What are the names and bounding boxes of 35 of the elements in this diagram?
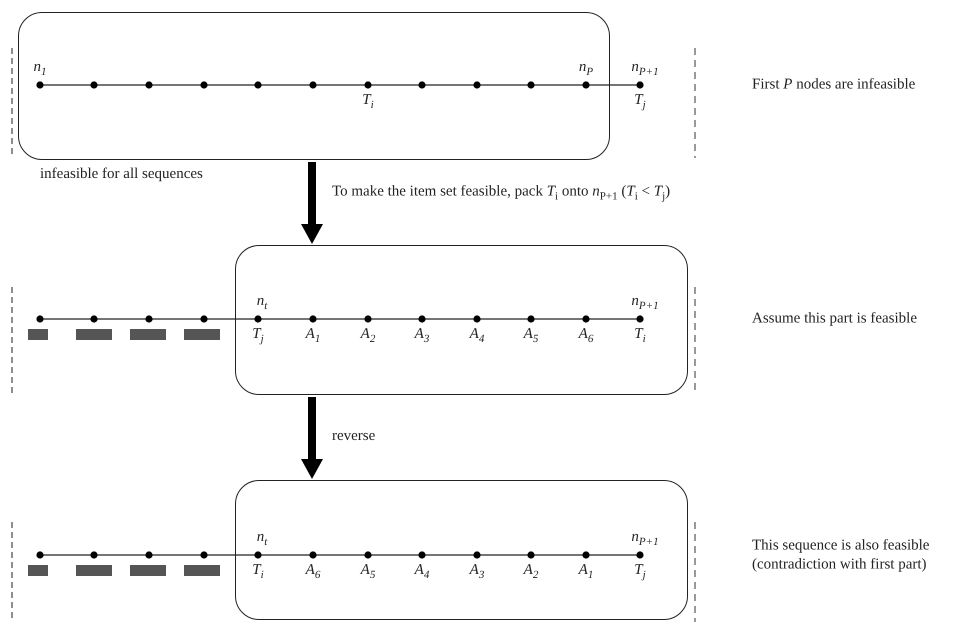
node-label: A$_{6}$ <box>306 561 320 583</box>
node-label: A$_{3}$ <box>470 561 484 583</box>
node-label: A$_{2}$ <box>524 561 538 583</box>
node-label: A$_{1}$ <box>306 325 320 347</box>
rounded-box <box>18 12 610 160</box>
node-label: T$_{j}$ <box>634 91 646 113</box>
node-label: T$_{i}$ <box>252 561 264 583</box>
node-label: n$_{P+1}$ <box>631 292 659 314</box>
node-label: A$_{5}$ <box>360 561 376 583</box>
node-label: T$_{j}$ <box>252 325 264 347</box>
node-label: n$_{P+1}$ <box>631 58 659 80</box>
node-label: A$_{4}$ <box>414 561 430 583</box>
annotation: First P nodes are infeasible <box>752 76 916 94</box>
node-label: A$_{2}$ <box>360 325 376 347</box>
node-label: n$_{P+1}$ <box>631 528 659 550</box>
arrow <box>301 162 323 244</box>
arrow <box>301 397 323 479</box>
node-label: T$_{j}$ <box>634 561 646 583</box>
node-label: n$_{t}$ <box>256 528 268 550</box>
edge-label: To make the item set feasible, pack T$_{i}$ onto n$_{P+1}$ (T$_{i}$ < T$_{j}$) <box>330 182 672 204</box>
node-label: n$_{P}$ <box>578 58 594 80</box>
node-label: A$_{6}$ <box>578 325 594 347</box>
rounded-box <box>235 245 688 395</box>
rounded-box <box>235 480 688 620</box>
node-label: n$_{t}$ <box>256 292 268 314</box>
annotation: Assume this part is feasible <box>752 310 917 328</box>
node-label: T$_{i}$ <box>362 91 374 113</box>
node-label: A$_{5}$ <box>524 325 538 347</box>
node-label: A$_{4}$ <box>470 325 484 347</box>
node-label: A$_{3}$ <box>414 325 430 347</box>
box-caption: infeasible for all sequences <box>40 166 203 182</box>
node-label: n$_{1}$ <box>34 58 46 80</box>
annotation: This sequence is also feasible (contradiction with first part) <box>752 536 930 574</box>
node-label: A$_{1}$ <box>578 561 594 583</box>
node-label: T$_{i}$ <box>634 325 646 347</box>
